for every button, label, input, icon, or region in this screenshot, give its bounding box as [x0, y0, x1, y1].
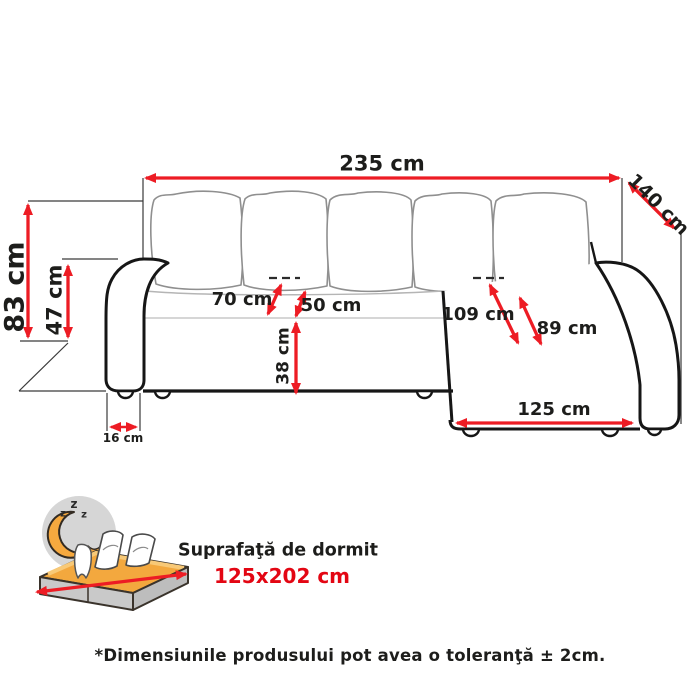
arrow-109: [488, 283, 520, 345]
sofa-drawing: [104, 190, 681, 438]
projection-guide-lines: [18, 178, 682, 431]
dimension-label-depth-70: 70 cm: [211, 289, 273, 310]
dimension-label-seat-height: 47 cm: [42, 264, 67, 336]
right-armrest: [594, 260, 681, 431]
sofa-legs: [116, 389, 663, 438]
dimension-label-armrest-width: 16 cm: [102, 431, 144, 445]
sleep-icon: [35, 496, 189, 611]
back-pillows: [150, 190, 590, 293]
dimension-label-chaise-width-125: 125 cm: [517, 399, 591, 420]
dimension-label-total-width: 235 cm: [339, 151, 425, 176]
sleep-z-letter: z: [60, 508, 66, 520]
dimension-label-total-height: 83 cm: [0, 241, 31, 333]
dimension-label-chaise-89: 89 cm: [536, 318, 598, 339]
sleep-z-letter: z: [81, 509, 87, 521]
tolerance-footnote: *Dimensiunile produsului pot avea o tole…: [94, 646, 606, 665]
sleeping-area-label: Suprafaţă de dormit: [178, 540, 378, 561]
sleep-z-letter: z: [70, 497, 78, 511]
arrow-89: [518, 296, 543, 346]
dimension-label-base-height-38: 38 cm: [273, 327, 294, 385]
dimension-label-seat-depth-50: 50 cm: [300, 295, 362, 316]
arrow-sleeping-length: [35, 570, 188, 596]
sleeping-area-value: 125x202 cm: [213, 564, 351, 588]
backrest-right-edge: [589, 241, 598, 264]
arrow-70: [266, 283, 283, 316]
dimension-arrows: [23, 173, 676, 432]
dimension-label-chaise-109: 109 cm: [441, 304, 515, 325]
arrow-50: [294, 290, 307, 318]
arrow-total-depth: [627, 181, 676, 230]
